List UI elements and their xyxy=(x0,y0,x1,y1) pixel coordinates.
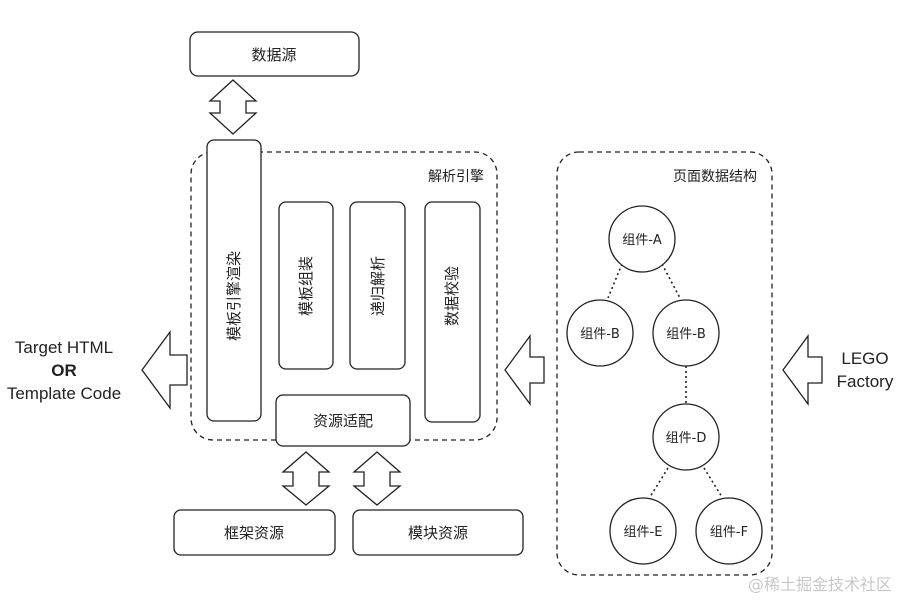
tree-link xyxy=(661,263,681,299)
watermark: @稀土掘金技术社区 xyxy=(748,575,892,594)
component-node-d xyxy=(652,403,720,471)
component-label-d: 组件-D xyxy=(666,431,707,446)
data-validation-box xyxy=(424,201,481,423)
tree-link xyxy=(649,467,669,498)
tree-link xyxy=(607,263,623,299)
page-data-structure-container xyxy=(556,151,773,576)
component-node-f xyxy=(695,497,763,565)
component-label-b1: 组件-B xyxy=(580,327,620,342)
template-render-label: 模板引擎渲染 xyxy=(225,251,243,341)
double-arrow-icon xyxy=(352,451,402,506)
module-resource-label: 模块资源 xyxy=(408,524,468,542)
resource-adapt-label: 资源适配 xyxy=(313,412,373,430)
component-label-f: 组件-F xyxy=(710,525,748,540)
component-label-e: 组件-E xyxy=(624,525,663,540)
component-node-b2 xyxy=(652,299,720,367)
left-arrow-icon xyxy=(141,330,188,410)
framework-resource-box xyxy=(173,509,336,556)
page-data-structure-label: 页面数据结构 xyxy=(673,169,757,185)
template-render-box xyxy=(206,139,262,422)
input-label-line2: Factory xyxy=(837,372,894,391)
component-node-b1 xyxy=(566,299,634,367)
data-validation-label: 数据校验 xyxy=(443,266,461,326)
recursive-parse-label: 递归解析 xyxy=(369,256,387,316)
resource-adapt-box xyxy=(275,394,411,447)
data-source-label: 数据源 xyxy=(251,46,296,64)
component-node-a xyxy=(608,205,676,273)
left-arrow-icon xyxy=(782,334,823,406)
output-label-line2: OR xyxy=(51,361,77,380)
component-node-e xyxy=(609,497,677,565)
input-label-line1: LEGO xyxy=(841,349,888,368)
template-assembly-box xyxy=(278,201,334,370)
component-label-a: 组件-A xyxy=(622,233,662,248)
component-label-b2: 组件-B xyxy=(666,327,706,342)
double-arrow-icon xyxy=(281,451,331,506)
framework-resource-label: 框架资源 xyxy=(224,524,284,542)
left-arrow-icon xyxy=(504,334,545,406)
double-arrow-icon xyxy=(208,79,258,135)
output-label-line1: Target HTML xyxy=(15,338,113,357)
parse-engine-label: 解析引擎 xyxy=(428,169,484,185)
output-label-line3: Template Code xyxy=(7,384,121,403)
data-source-box xyxy=(189,31,360,77)
template-assembly-label: 模板组装 xyxy=(297,256,315,316)
recursive-parse-box xyxy=(349,201,406,370)
tree-link xyxy=(703,467,723,498)
module-resource-box xyxy=(352,509,524,556)
